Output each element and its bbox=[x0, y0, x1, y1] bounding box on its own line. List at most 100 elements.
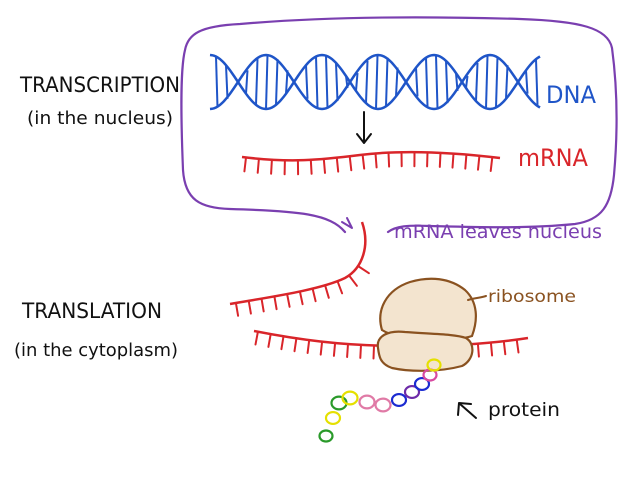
mrna-codon-tick bbox=[322, 158, 326, 174]
mrna-codon-tick bbox=[247, 299, 252, 315]
translation-heading: TRANSLATION bbox=[21, 299, 162, 323]
protein-label: protein bbox=[488, 399, 560, 421]
dna-base-pair bbox=[355, 73, 359, 91]
mrna-codon-tick bbox=[357, 265, 370, 275]
dna-helix bbox=[209, 53, 541, 111]
mrna-codon-tick bbox=[464, 153, 468, 170]
amino-acid-bead bbox=[358, 394, 376, 410]
dna-base-pair bbox=[415, 67, 419, 97]
mrna-codon-tick bbox=[293, 337, 298, 353]
dna-base-pair bbox=[225, 65, 229, 99]
dna-label: DNA bbox=[546, 81, 597, 109]
mrna-codon-tick bbox=[489, 341, 494, 357]
mrna-codon-tick bbox=[359, 343, 362, 359]
amino-acid-bead bbox=[341, 390, 359, 406]
dna-base-pair bbox=[485, 55, 489, 109]
mrna-backbone-exit bbox=[229, 221, 367, 306]
mrna-codon-tick bbox=[270, 158, 273, 175]
dna-base-pair bbox=[445, 60, 449, 104]
amino-acid-bead bbox=[324, 410, 342, 426]
exit-arrow bbox=[341, 217, 353, 229]
mrna-codons-exit bbox=[234, 265, 370, 317]
mrna-codon-tick bbox=[361, 153, 366, 170]
dna-base-pair bbox=[335, 62, 339, 102]
translation-location: (in the cytoplasm) bbox=[14, 340, 178, 361]
dna-base-pair bbox=[265, 54, 269, 110]
transcription-location: (in the nucleus) bbox=[27, 108, 173, 129]
mrna-codon-tick bbox=[286, 293, 291, 308]
dna-base-pairs bbox=[215, 54, 539, 110]
mrna-codon-tick bbox=[298, 290, 304, 306]
dna-base-pair bbox=[525, 70, 529, 94]
ribosome-label: ribosome bbox=[488, 287, 576, 307]
mrna-leaving-nucleus bbox=[229, 221, 370, 317]
amino-acid-bead bbox=[413, 376, 431, 392]
dna-base-pair bbox=[365, 60, 369, 104]
mrna-codons bbox=[243, 151, 494, 176]
dna-base-pair bbox=[325, 55, 329, 109]
mrna-backbone bbox=[241, 150, 501, 162]
dna-base-pair bbox=[455, 73, 459, 91]
protein-chain bbox=[318, 358, 442, 443]
dna-base-pair bbox=[245, 70, 249, 94]
dna-base-pair bbox=[535, 59, 539, 105]
mrna-label: mRNA bbox=[518, 144, 589, 172]
dna-strand-b bbox=[209, 53, 541, 111]
transcription-heading: TRANSCRIPTION bbox=[19, 73, 180, 97]
mrna-codon-tick bbox=[324, 284, 330, 299]
amino-acid-bead bbox=[318, 429, 334, 443]
mrna-codon-tick bbox=[336, 280, 344, 295]
dna-base-pair bbox=[375, 55, 379, 109]
mrna-codon-tick bbox=[515, 338, 520, 354]
mrna-codon-tick bbox=[477, 154, 481, 171]
amino-acid-bead bbox=[374, 397, 392, 413]
mrna-leaves-nucleus-label: mRNA leaves nucleus bbox=[394, 221, 602, 243]
dna-base-pair bbox=[495, 56, 499, 108]
mrna-codon-tick bbox=[332, 342, 337, 357]
nucleus-boundary bbox=[180, 16, 618, 234]
dna-base-pair bbox=[465, 75, 469, 89]
dna-base-pair bbox=[345, 75, 349, 89]
mrna-codon-tick bbox=[260, 297, 265, 313]
mrna-codon-tick bbox=[280, 335, 285, 351]
dna-strand-a bbox=[209, 53, 541, 111]
dna-base-pair bbox=[275, 59, 279, 105]
mrna-codon-tick bbox=[309, 158, 313, 175]
mrna-codon-tick bbox=[319, 340, 324, 356]
mrna-codon-tick bbox=[234, 302, 240, 317]
ribosome-label-line bbox=[467, 295, 487, 301]
dna-base-pair bbox=[395, 67, 399, 97]
mrna-codon-tick bbox=[306, 339, 311, 354]
mrna-codon-tick bbox=[502, 340, 507, 356]
ribosome bbox=[376, 277, 487, 372]
dna-base-pair bbox=[385, 57, 389, 107]
mrna-codon-tick bbox=[346, 343, 349, 358]
dna-base-pair bbox=[475, 62, 479, 102]
dna-base-pair bbox=[215, 56, 219, 108]
dna-base-pair bbox=[315, 56, 319, 108]
dna-base-pair bbox=[435, 55, 439, 109]
dna-base-pair bbox=[305, 65, 309, 99]
mrna-codon-tick bbox=[267, 333, 272, 348]
transcription-arrow bbox=[356, 111, 372, 144]
protein-arrow bbox=[457, 402, 477, 419]
mrna-codon-tick bbox=[273, 295, 278, 311]
dna-base-pair bbox=[285, 70, 289, 94]
dna-base-pair bbox=[425, 57, 429, 107]
mrna-codon-tick bbox=[451, 152, 455, 169]
amino-acid-bead bbox=[426, 358, 442, 372]
mrna-codon-tick bbox=[374, 152, 378, 169]
mrna-codon-tick bbox=[348, 274, 358, 287]
mrna-codon-tick bbox=[476, 342, 480, 358]
mrna-codon-tick bbox=[243, 156, 247, 173]
mrna-codon-tick bbox=[254, 330, 259, 346]
mrna-codon-tick bbox=[387, 151, 391, 168]
mrna-codon-tick bbox=[256, 157, 260, 174]
dna-base-pair bbox=[505, 65, 509, 99]
amino-acid-bead bbox=[403, 384, 421, 400]
mrna-codon-tick bbox=[438, 151, 442, 168]
mrna-codon-tick bbox=[489, 156, 494, 172]
mrna-codon-tick bbox=[335, 156, 340, 173]
